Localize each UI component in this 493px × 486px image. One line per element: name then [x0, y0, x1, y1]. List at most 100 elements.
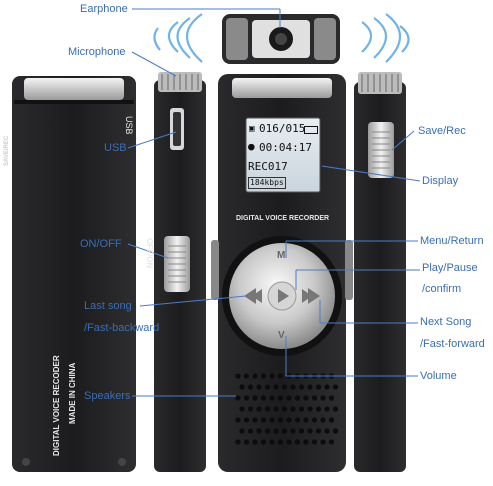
back-label-line2: MADE IN CHINA [68, 362, 77, 424]
lcd-track: 016/015 [259, 122, 306, 135]
speaker-hole [303, 417, 309, 423]
speaker-hole [307, 384, 313, 390]
speaker-hole [252, 395, 258, 401]
label-play-pause: Play/Pause [422, 262, 478, 274]
speaker-hole [294, 439, 301, 445]
speaker-hole [332, 384, 339, 390]
lcd-bitrate: 184kbps [248, 177, 286, 189]
speaker-hole [256, 428, 262, 434]
speaker-hole [235, 395, 241, 401]
device-back [12, 76, 136, 472]
volume-button-glyph: V [278, 330, 285, 341]
speaker-hole [324, 406, 330, 412]
speaker-hole [286, 395, 292, 401]
speaker-hole [298, 428, 305, 434]
speaker-hole [260, 439, 267, 445]
front-brand-text: DIGITAL VOICE RECORDER [236, 215, 330, 222]
speaker-hole [311, 395, 318, 401]
speaker-hole [260, 417, 267, 423]
label-usb: USB [104, 142, 127, 154]
speaker-hole [294, 417, 301, 423]
device-side-left [154, 72, 206, 472]
speaker-hole [307, 406, 313, 412]
speaker-hole [243, 417, 250, 423]
label-last-song: Last song [84, 300, 132, 312]
label-microphone: Microphone [68, 46, 126, 58]
speaker-hole [290, 428, 296, 434]
speaker-hole [269, 417, 275, 423]
label-speakers: Speakers [84, 390, 131, 402]
speaker-hole [332, 428, 339, 434]
speaker-hole [320, 395, 326, 401]
speaker-hole [303, 395, 309, 401]
speaker-hole [264, 384, 271, 390]
speaker-hole [247, 406, 254, 412]
speaker-hole [256, 384, 262, 390]
speaker-hole [328, 417, 335, 423]
speaker-hole [324, 384, 330, 390]
speaker-hole [277, 417, 284, 423]
speaker-hole [320, 417, 326, 423]
side-usb-text: USB [124, 116, 134, 135]
speaker-hole [273, 384, 279, 390]
speaker-hole [307, 428, 313, 434]
label-next-song: Next Song [420, 316, 472, 328]
speaker-hole [235, 417, 241, 423]
speaker-hole [286, 417, 292, 423]
speaker-hole [328, 395, 335, 401]
lcd-time: 00:04:17 [259, 141, 312, 154]
speaker-hole [260, 373, 267, 379]
speaker-hole [320, 439, 326, 445]
lcd-folder-icon: ▣ [249, 124, 255, 134]
speaker-hole [269, 373, 275, 379]
sound-wave-right [361, 13, 410, 63]
speaker-hole [243, 373, 250, 379]
speaker-grill [235, 373, 339, 445]
speaker-hole [235, 439, 241, 445]
speaker-hole [277, 395, 284, 401]
speaker-hole [303, 439, 309, 445]
speaker-hole [290, 384, 296, 390]
speaker-hole [256, 406, 262, 412]
speaker-hole [281, 428, 288, 434]
speaker-hole [286, 439, 292, 445]
speaker-hole [269, 395, 275, 401]
device-side-right [354, 72, 406, 472]
speaker-hole [264, 406, 271, 412]
speaker-hole [243, 439, 250, 445]
label-fast-backward: /Fast-backward [84, 322, 160, 334]
label-fast-forward: /Fast-forward [420, 338, 485, 350]
label-earphone: Earphone [80, 3, 128, 15]
speaker-hole [273, 406, 279, 412]
back-label-line1: DIGITAL VOICE RECODER [52, 355, 61, 456]
speaker-hole [273, 428, 279, 434]
speaker-hole [315, 406, 322, 412]
label-volume: Volume [420, 370, 457, 382]
lcd-record-dot-icon: ● [248, 140, 255, 153]
lcd-file: REC017 [248, 160, 288, 173]
battery-icon [304, 126, 318, 134]
speaker-hole [252, 373, 258, 379]
speaker-hole [247, 384, 254, 390]
speaker-hole [239, 384, 245, 390]
label-save-rec: Save/Rec [418, 125, 466, 137]
earphone-top-view [222, 14, 340, 64]
speaker-hole [277, 439, 284, 445]
label-display: Display [422, 175, 459, 187]
speaker-hole [239, 428, 245, 434]
label-on-off: ON/OFF [80, 238, 122, 250]
label-menu-return: Menu/Return [420, 235, 484, 247]
side-off-on-text: OFF/ON [145, 238, 154, 269]
speaker-hole [247, 428, 254, 434]
speaker-hole [260, 395, 267, 401]
speaker-hole [324, 428, 330, 434]
speaker-hole [281, 406, 288, 412]
speaker-hole [290, 406, 296, 412]
speaker-hole [264, 428, 271, 434]
speaker-hole [332, 406, 339, 412]
speaker-hole [269, 439, 275, 445]
speaker-hole [298, 384, 305, 390]
menu-button-glyph: M [277, 250, 286, 261]
